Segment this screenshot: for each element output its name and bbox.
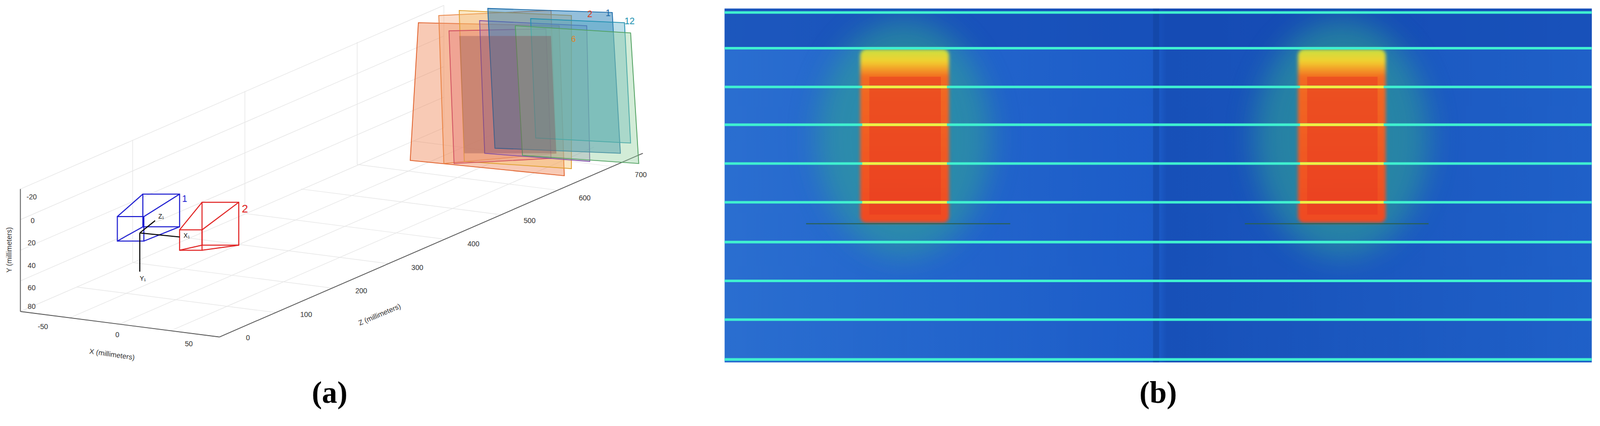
tick-label: -50 xyxy=(37,323,48,331)
plane-label: 12 xyxy=(624,16,635,26)
camera-2 xyxy=(179,202,239,251)
calibration-planes xyxy=(410,8,639,177)
tick-label: 600 xyxy=(578,194,592,202)
thermal-image xyxy=(724,8,1592,363)
tick-label: 300 xyxy=(411,263,424,272)
camera-1 xyxy=(117,194,180,242)
tick-label: 0 xyxy=(245,334,250,342)
tick-label: 100 xyxy=(300,310,313,318)
tick-label: 500 xyxy=(523,217,536,225)
axes xyxy=(20,153,643,338)
panel-label: (b) xyxy=(1139,377,1178,409)
plane-label: 6 xyxy=(571,34,576,43)
tick-label: -20 xyxy=(26,193,37,201)
tick-label: 0 xyxy=(115,331,120,339)
axis-title: Z (millimeters) xyxy=(357,302,402,327)
tick-label: 50 xyxy=(184,340,193,348)
panel-label: (a) xyxy=(311,377,348,409)
tick-label: 40 xyxy=(27,261,36,270)
tick-label: 200 xyxy=(355,287,368,295)
camera-label: 1 xyxy=(182,194,188,204)
axis-title: Y (millimeters) xyxy=(5,227,13,273)
camera-axis-label: Z₁ xyxy=(158,213,165,220)
camera-label: 2 xyxy=(241,203,248,215)
axis-title: X (millimeters) xyxy=(89,347,136,361)
tick-label: 400 xyxy=(467,240,480,248)
plane-label: 2 xyxy=(587,9,593,19)
camera-axis-label: Y₁ xyxy=(139,275,146,282)
tick-label: 0 xyxy=(30,217,35,225)
plane-label: 1 xyxy=(605,8,611,18)
grid xyxy=(20,5,613,332)
tick-label: 700 xyxy=(634,171,648,179)
tick-label: 60 xyxy=(27,284,36,292)
tick-label: 80 xyxy=(27,302,36,310)
camera-axis-label: X₁ xyxy=(183,232,190,239)
tick-label: 20 xyxy=(27,239,36,247)
camera-axes xyxy=(139,220,180,272)
